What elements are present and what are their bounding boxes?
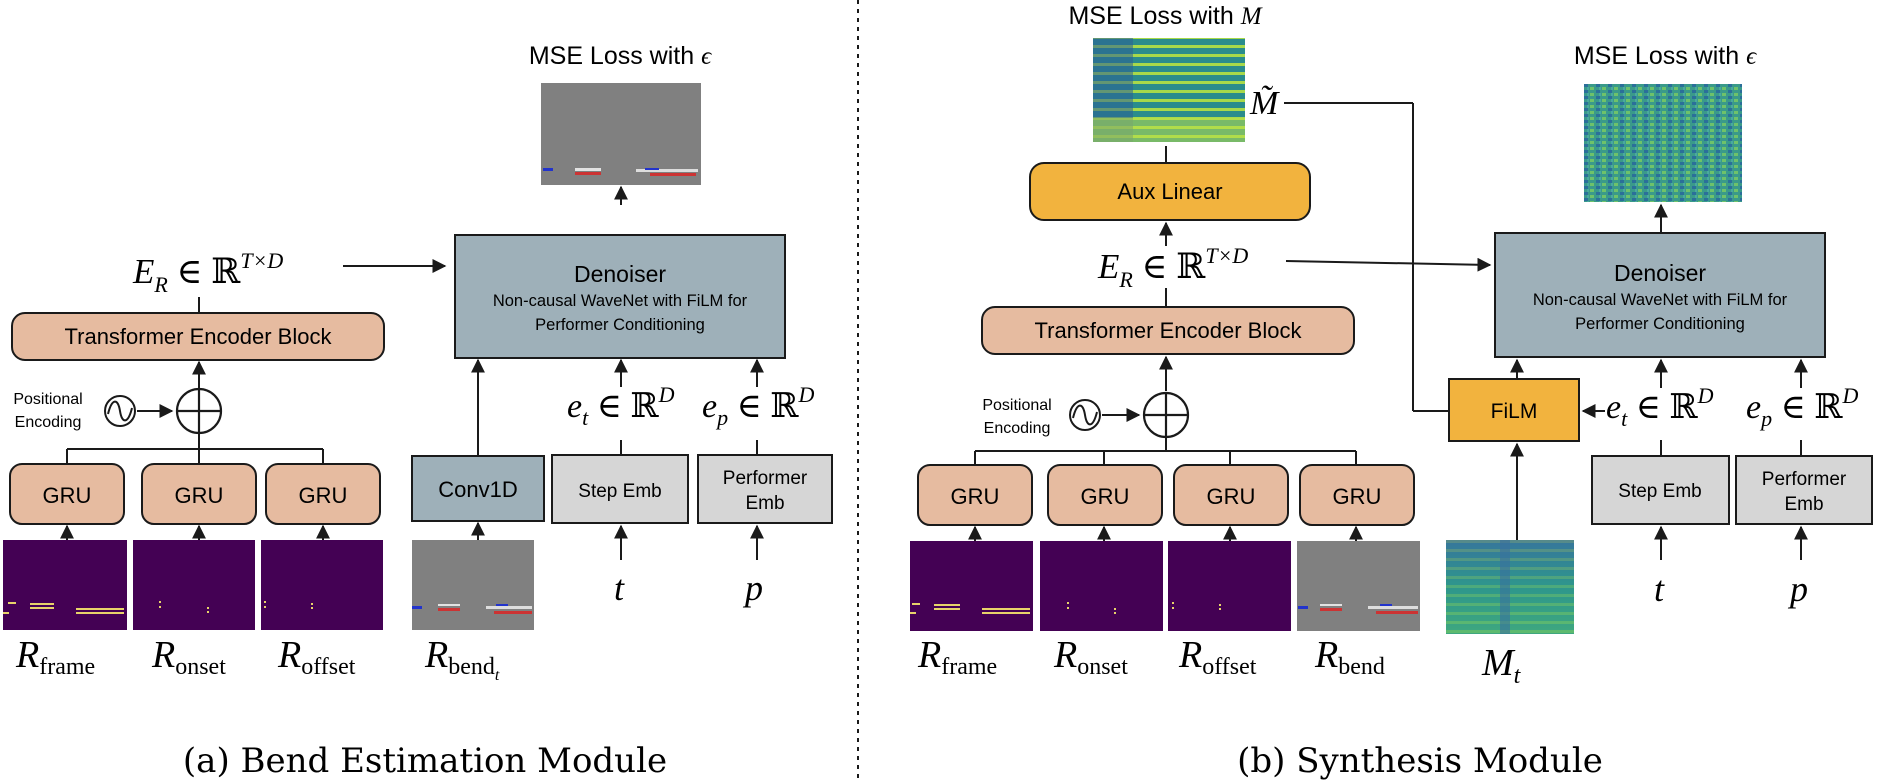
svg-text:Emb: Emb bbox=[745, 493, 784, 514]
er-embedding-label: ER ∈ ℝT×D bbox=[1097, 243, 1248, 292]
svg-text:Transformer Encoder Block: Transformer Encoder Block bbox=[1035, 318, 1303, 343]
mel-input-image bbox=[1446, 540, 1574, 634]
gru-block: GRU bbox=[265, 463, 381, 525]
r-bend-label: Rbend bbox=[1314, 634, 1385, 680]
svg-text:Emb: Emb bbox=[1784, 494, 1823, 515]
svg-text:Performer Conditioning: Performer Conditioning bbox=[1575, 315, 1745, 333]
svg-text:Non-causal WaveNet with FiLM f: Non-causal WaveNet with FiLM for bbox=[1533, 291, 1788, 309]
gru-block: GRU bbox=[1047, 464, 1163, 526]
mt-label: Mt bbox=[1481, 642, 1522, 689]
t-symbol: t bbox=[1654, 569, 1665, 609]
gru-block: GRU bbox=[917, 464, 1033, 526]
conv1d-block: Conv1D bbox=[411, 455, 545, 522]
denoiser-block: Denoiser Non-causal WaveNet with FiLM fo… bbox=[1494, 232, 1826, 358]
r-offset-label: Roffset bbox=[277, 634, 356, 680]
ep-embedding-label: ep ∈ ℝD bbox=[1746, 383, 1859, 431]
caption-b: (b) Synthesis Module bbox=[1237, 741, 1603, 781]
m-tilde-label: M̃ bbox=[1249, 84, 1280, 122]
svg-text:Denoiser: Denoiser bbox=[1614, 260, 1706, 286]
ep-embedding-label: ep ∈ ℝD bbox=[702, 382, 815, 430]
positional-encoding-label-line2: Encoding bbox=[15, 414, 82, 431]
p-symbol: p bbox=[742, 568, 763, 608]
positional-encoding-label-line1: Positional bbox=[982, 397, 1051, 414]
onset-roll-image bbox=[133, 540, 255, 630]
svg-text:GRU: GRU bbox=[43, 483, 92, 508]
bend-input-image bbox=[412, 540, 534, 630]
noise-prediction-image bbox=[541, 83, 701, 185]
et-embedding-label: et ∈ ℝD bbox=[1606, 383, 1714, 431]
positional-encoding-label-line1: Positional bbox=[13, 391, 82, 408]
r-onset-label: Ronset bbox=[151, 634, 226, 680]
gru-block: GRU bbox=[1173, 464, 1289, 526]
t-symbol: t bbox=[614, 568, 625, 608]
svg-text:Performer: Performer bbox=[1762, 469, 1847, 490]
r-offset-label: Roffset bbox=[1178, 634, 1257, 680]
svg-text:Performer: Performer bbox=[723, 468, 808, 489]
svg-text:Transformer Encoder Block: Transformer Encoder Block bbox=[65, 324, 333, 349]
svg-text:GRU: GRU bbox=[1207, 484, 1256, 509]
et-embedding-label: et ∈ ℝD bbox=[567, 382, 675, 430]
denoiser-subtitle-line1: Non-causal WaveNet with FiLM for bbox=[493, 292, 748, 310]
frame-roll-image bbox=[910, 541, 1033, 631]
svg-text:Step Emb: Step Emb bbox=[578, 481, 661, 502]
sine-wave-icon bbox=[104, 395, 136, 427]
performer-emb-block: Performer Emb bbox=[1735, 455, 1873, 525]
add-circle-icon bbox=[1142, 391, 1190, 439]
denoiser-title: Denoiser bbox=[574, 261, 666, 287]
gru-block: GRU bbox=[9, 463, 125, 525]
denoiser-block: Denoiser Non-causal WaveNet with FiLM fo… bbox=[454, 234, 786, 359]
transformer-encoder-block: Transformer Encoder Block bbox=[11, 312, 385, 361]
r-bend-t-label: Rbendt bbox=[424, 634, 500, 684]
positional-encoding-label-line2: Encoding bbox=[984, 420, 1051, 437]
sine-wave-icon bbox=[1069, 399, 1101, 431]
step-emb-block: Step Emb bbox=[551, 454, 689, 524]
frame-roll-image bbox=[3, 540, 127, 630]
mse-loss-m-label: MSE Loss with M bbox=[1068, 2, 1262, 30]
gru-block: GRU bbox=[141, 463, 257, 525]
bend-input-image bbox=[1297, 541, 1420, 631]
svg-text:Step Emb: Step Emb bbox=[1618, 481, 1701, 502]
panel-synthesis: MSE Loss with M M̃ Aux Linear ER ∈ ℝT×D … bbox=[910, 2, 1873, 781]
performer-emb-block: Performer Emb bbox=[697, 454, 833, 524]
transformer-encoder-block: Transformer Encoder Block bbox=[981, 306, 1355, 355]
svg-text:GRU: GRU bbox=[175, 483, 224, 508]
aux-linear-block: Aux Linear bbox=[1029, 162, 1311, 221]
gru-block: GRU bbox=[1299, 464, 1415, 526]
caption-a: (a) Bend Estimation Module bbox=[183, 741, 667, 781]
panel-bend-estimation: MSE Loss with ϵ Denoiser Non-causal Wave… bbox=[3, 42, 833, 781]
mse-loss-label: MSE Loss with ϵ bbox=[1574, 42, 1757, 70]
p-symbol: p bbox=[1787, 569, 1808, 609]
r-frame-label: Rframe bbox=[15, 634, 95, 680]
svg-text:GRU: GRU bbox=[1333, 484, 1382, 509]
film-block: FiLM bbox=[1448, 378, 1580, 442]
r-onset-label: Ronset bbox=[1053, 634, 1128, 680]
r-frame-label: Rframe bbox=[917, 634, 997, 680]
svg-text:GRU: GRU bbox=[1081, 484, 1130, 509]
svg-text:GRU: GRU bbox=[299, 483, 348, 508]
er-embedding-label: ER ∈ ℝT×D bbox=[132, 248, 283, 297]
svg-text:Aux Linear: Aux Linear bbox=[1117, 179, 1222, 204]
svg-text:FiLM: FiLM bbox=[1491, 400, 1538, 423]
svg-text:GRU: GRU bbox=[951, 484, 1000, 509]
offset-roll-image bbox=[1168, 541, 1291, 631]
svg-text:Conv1D: Conv1D bbox=[438, 477, 517, 502]
predicted-mel-image bbox=[1093, 38, 1245, 142]
step-emb-block: Step Emb bbox=[1591, 455, 1730, 525]
onset-roll-image bbox=[1040, 541, 1163, 631]
noise-prediction-image bbox=[1584, 84, 1742, 202]
mse-loss-label: MSE Loss with ϵ bbox=[529, 42, 712, 70]
denoiser-subtitle-line2: Performer Conditioning bbox=[535, 316, 705, 334]
offset-roll-image bbox=[261, 540, 383, 630]
add-circle-icon bbox=[175, 387, 223, 435]
